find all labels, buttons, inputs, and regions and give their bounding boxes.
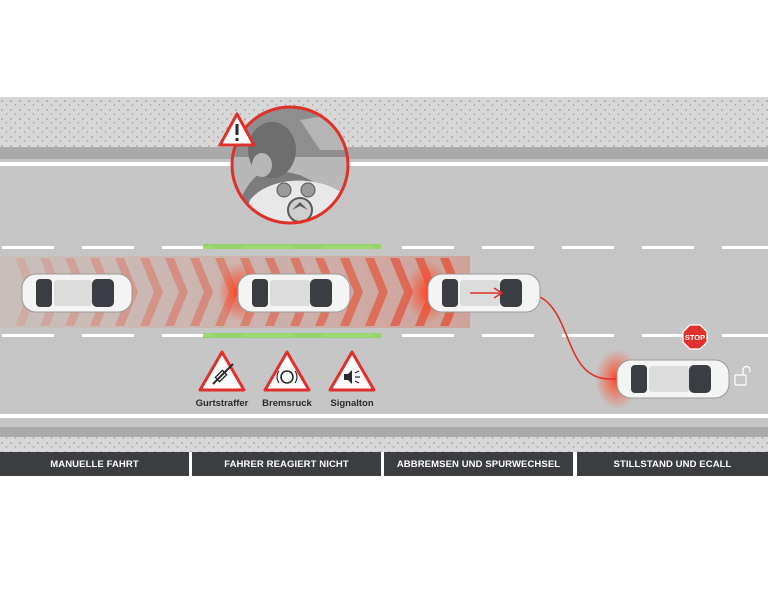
lane-dash bbox=[402, 246, 454, 249]
brake-icon bbox=[263, 350, 311, 392]
exclamation-warning-icon bbox=[218, 112, 256, 147]
car-standstill bbox=[616, 359, 730, 399]
lane-dash bbox=[722, 246, 768, 249]
lane-dash bbox=[642, 246, 694, 249]
chevron-mark bbox=[365, 258, 388, 326]
stage-labels: MANUELLE FAHRT FAHRER REAGIERT NICHT ABB… bbox=[0, 452, 768, 476]
chevron-mark bbox=[165, 258, 188, 326]
lane-dash bbox=[482, 334, 534, 337]
chevron-mark bbox=[140, 258, 163, 326]
edge-line-top bbox=[0, 162, 768, 166]
lane-dash bbox=[162, 334, 214, 337]
edge-line-bottom bbox=[0, 414, 768, 418]
lane-dash bbox=[2, 246, 54, 249]
stage-label-braking-lane-change: ABBREMSEN UND SPURWECHSEL bbox=[384, 452, 573, 476]
car-driver-unresponsive bbox=[237, 273, 351, 313]
stop-sign-text: STOP bbox=[685, 333, 705, 342]
sidewalk-bottom bbox=[0, 437, 768, 452]
driver-inset bbox=[230, 105, 350, 225]
car-manual-driving bbox=[21, 273, 133, 313]
lane-dash bbox=[562, 334, 614, 337]
green-lane-line-bottom bbox=[203, 333, 381, 338]
curb-bottom bbox=[0, 427, 768, 437]
lane-dash bbox=[162, 246, 214, 249]
lane-dash bbox=[482, 246, 534, 249]
stage-label-standstill-ecall: STILLSTAND UND ECALL bbox=[577, 452, 768, 476]
warning-label-signal: Signalton bbox=[330, 398, 374, 409]
lane-dash bbox=[642, 334, 694, 337]
stage-label-driver-unresponsive: FAHRER REAGIERT NICHT bbox=[192, 452, 381, 476]
warning-label-brake: Bremsruck bbox=[262, 398, 312, 409]
lane-dash bbox=[2, 334, 54, 337]
seatbelt-icon bbox=[198, 350, 246, 392]
lane-dash bbox=[82, 334, 134, 337]
chevron-mark bbox=[340, 258, 363, 326]
car3-direction-arrowhead bbox=[493, 287, 504, 299]
stop-sign-icon: STOP bbox=[682, 324, 708, 350]
warning-label-seatbelt: Gurtstraffer bbox=[195, 398, 249, 409]
unlock-icon bbox=[734, 365, 751, 386]
sidewalk-top bbox=[0, 97, 768, 147]
lane-dash bbox=[82, 246, 134, 249]
chevron-mark bbox=[190, 258, 213, 326]
lane-dash bbox=[722, 334, 768, 337]
curb-top bbox=[0, 147, 768, 159]
lane-dash bbox=[402, 334, 454, 337]
chevron-mark bbox=[115, 258, 138, 326]
lane-dash bbox=[562, 246, 614, 249]
stage-label-manual-driving: MANUELLE FAHRT bbox=[0, 452, 189, 476]
speaker-icon bbox=[328, 350, 376, 392]
green-lane-line-top bbox=[203, 244, 381, 249]
